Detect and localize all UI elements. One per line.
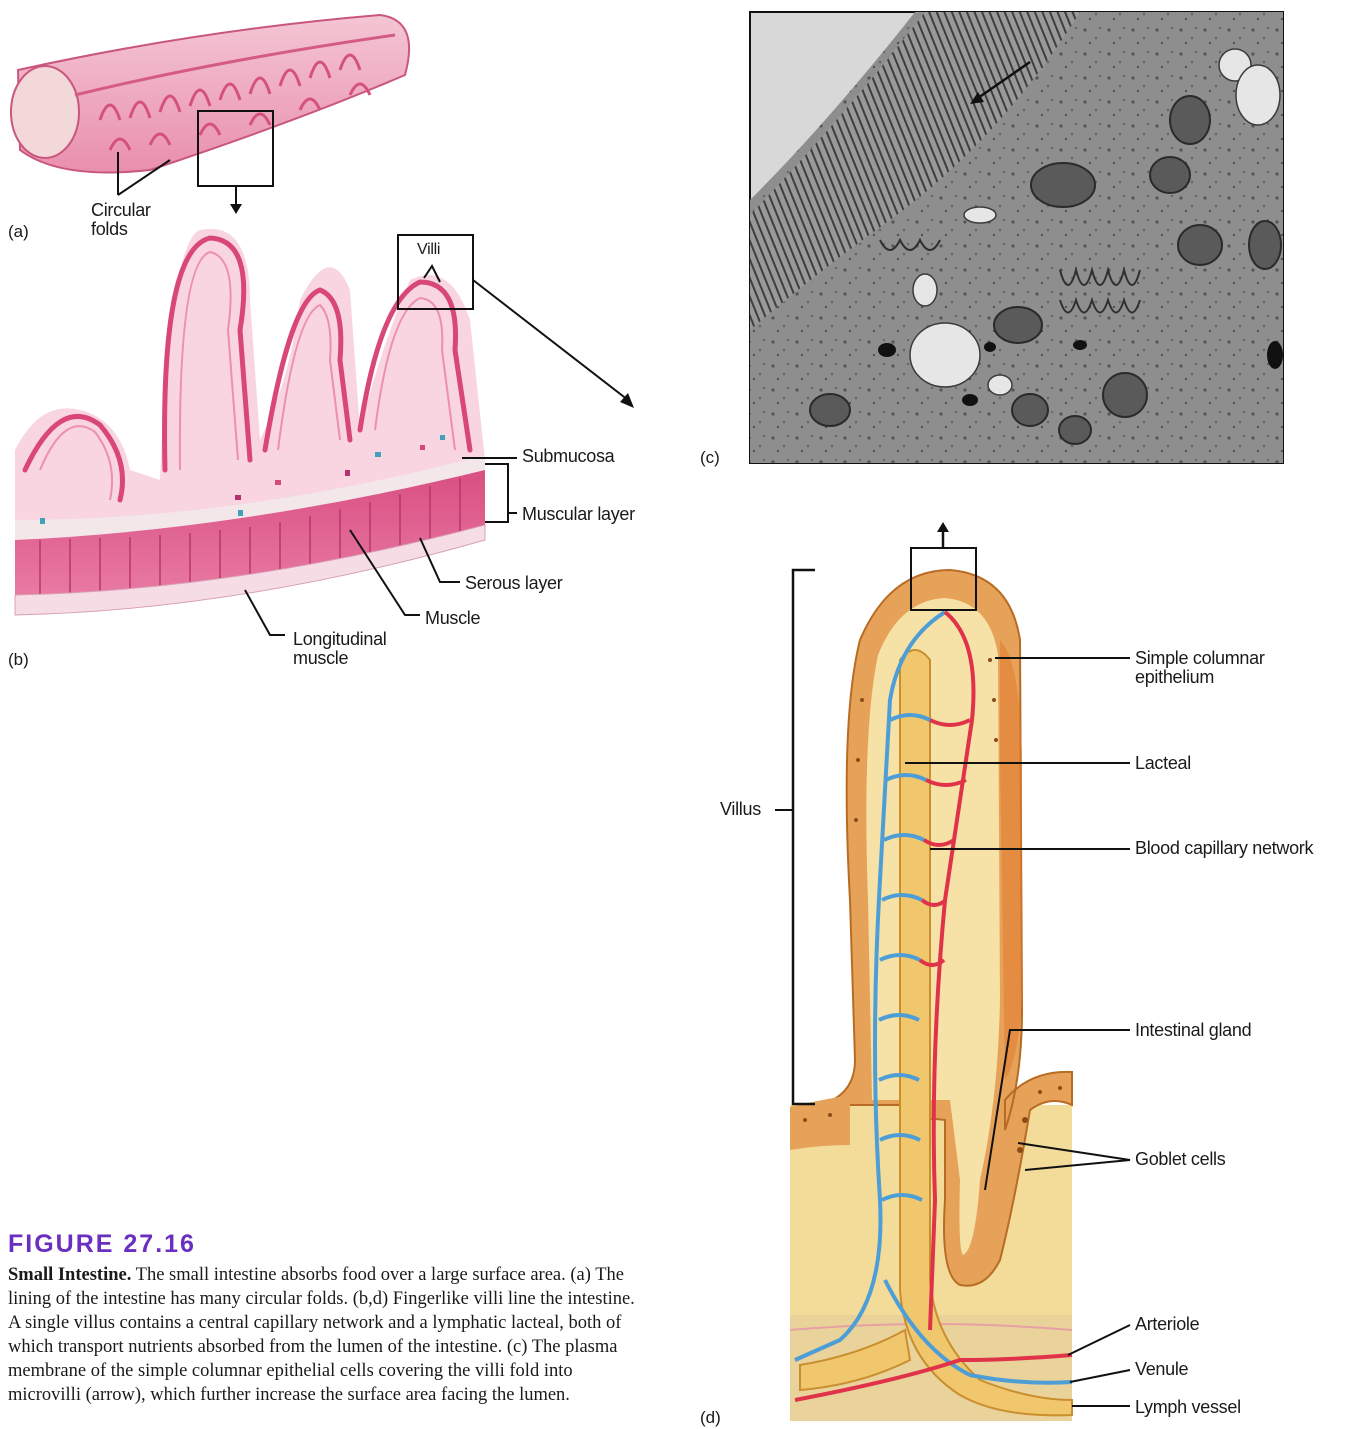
label-villi: Villi [417,240,440,260]
label-arteriole: Arteriole [1135,1314,1199,1334]
label-blood-capillary-network: Blood capillary network [1135,838,1313,858]
panel-label-d: (d) [700,1408,721,1428]
label-muscle: Muscle [425,608,480,628]
figure-title: FIGURE 27.16 [8,1230,196,1259]
label-simple-columnar-line1: Simple columnar [1135,648,1265,668]
label-muscular-layer: Muscular layer [522,504,635,524]
label-simple-columnar-line2: epithelium [1135,667,1214,687]
panel-label-a: (a) [8,222,29,242]
figure-caption: Small Intestine. The small intestine abs… [8,1263,648,1407]
villus-detail-drawing [775,522,1130,1421]
micrograph-image [750,12,1283,463]
panel-label-c: (c) [700,448,720,468]
label-longitudinal-line2: muscle [293,648,348,668]
label-lacteal: Lacteal [1135,753,1191,773]
label-lymph-vessel: Lymph vessel [1135,1397,1241,1417]
caption-text: The small intestine absorbs food over a … [8,1265,635,1405]
label-circular-folds-line1: Circular [91,200,151,220]
label-intestinal-gland: Intestinal gland [1135,1020,1251,1040]
label-submucosa: Submucosa [522,446,614,466]
label-venule: Venule [1135,1359,1188,1379]
caption-heading: Small Intestine. [8,1265,131,1285]
label-circular-folds-line2: folds [91,219,128,239]
label-villus: Villus [720,799,761,819]
panel-label-b: (b) [8,650,29,670]
label-goblet-cells: Goblet cells [1135,1149,1225,1169]
label-serous-layer: Serous layer [465,573,562,593]
label-longitudinal-line1: Longitudinal [293,629,386,649]
intestine-tube-drawing [11,15,409,214]
